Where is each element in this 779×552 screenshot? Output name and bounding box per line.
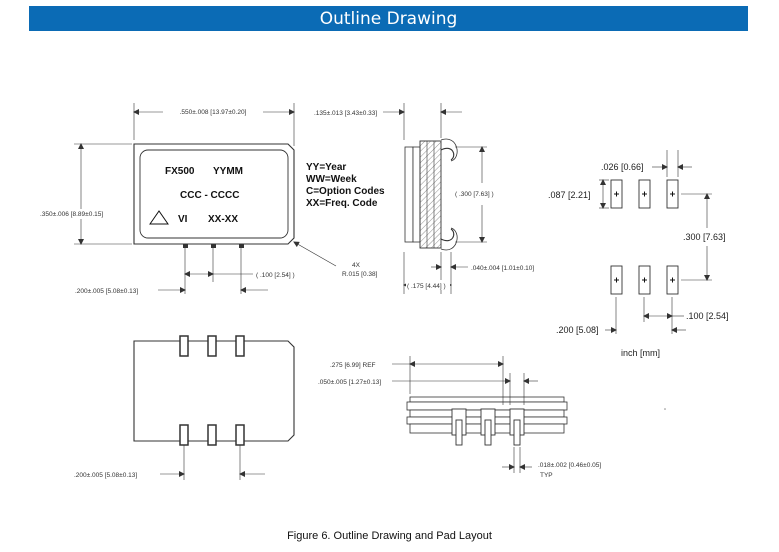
dim-radius: R.015 [0.38] [342, 271, 378, 278]
top-view-body [133, 143, 295, 245]
dim-pin-span: .200±.005 [5.08±0.13] [75, 288, 138, 295]
marking-model: FX500 [165, 166, 195, 177]
pad-layout: .026 [0.66] .087 [2.21] .300 [7.63] .100… [548, 150, 729, 410]
top-view: FX500 YYMM CCC - CCCC VI XX-XX .550±.008… [40, 103, 378, 295]
legend-year: YY=Year [306, 162, 346, 173]
marking-legend: YY=Year WW=Week C=Option Codes XX=Freq. … [306, 162, 385, 209]
title-banner: Outline Drawing [29, 6, 748, 31]
dim-radius-count: 4X [352, 262, 361, 269]
page-title: Outline Drawing [319, 9, 458, 29]
dim-pad-width: .026 [0.66] [601, 162, 644, 172]
dim-length: .550±.008 [13.97±0.20] [180, 109, 247, 116]
dim-pad-pitch: .100 [2.54] [686, 311, 729, 321]
top-view-lid [139, 149, 289, 239]
triangle-icon [149, 210, 169, 225]
dim-overall: ( .175 [4.44] ) [407, 283, 446, 290]
dim-lead-width: .050±.005 [1.27±0.13] [318, 379, 381, 386]
figure-caption: Figure 6. Outline Drawing and Pad Layout [287, 530, 492, 542]
bottom-view: .200±.005 [5.08±0.13] [74, 335, 295, 480]
dim-typ: TYP [540, 472, 553, 479]
marking-vi: VI [178, 214, 188, 225]
dim-height: .135±.013 [3.43±0.33] [314, 110, 377, 117]
dim-ref: .275 [6.99] REF [330, 362, 376, 369]
dim-width: .350±.006 [8.89±0.15] [40, 211, 103, 218]
legend-freq: XX=Freq. Code [306, 198, 378, 209]
units-label: inch [mm] [621, 348, 660, 358]
legend-week: WW=Week [306, 174, 357, 185]
marking-option: CCC - CCCC [180, 190, 239, 201]
dim-standoff: .040±.004 [1.01±0.10] [471, 265, 534, 272]
dim-row-span: .300 [7.63] [683, 232, 726, 242]
front-view: .275 [6.99] REF .050±.005 [1.27±0.13] .0… [318, 356, 601, 479]
marking-date: YYMM [213, 166, 243, 177]
side-view: .135±.013 [3.43±0.33] ( .300 [7.63] ) .0… [314, 103, 534, 294]
marking-freq: XX-XX [208, 214, 238, 225]
legend-option: C=Option Codes [306, 186, 385, 197]
dim-bottom-pin-span: .200±.005 [5.08±0.13] [74, 472, 137, 479]
dim-lead-thickness: .018±.002 [0.46±0.05] [538, 462, 601, 469]
dim-pitch: ( .100 [2.54] ) [256, 272, 295, 279]
dim-outer-span: .200 [5.08] [556, 325, 599, 335]
dim-lead-span: ( .300 [7.63] ) [455, 191, 494, 198]
dim-pad-length: .087 [2.21] [548, 190, 591, 200]
